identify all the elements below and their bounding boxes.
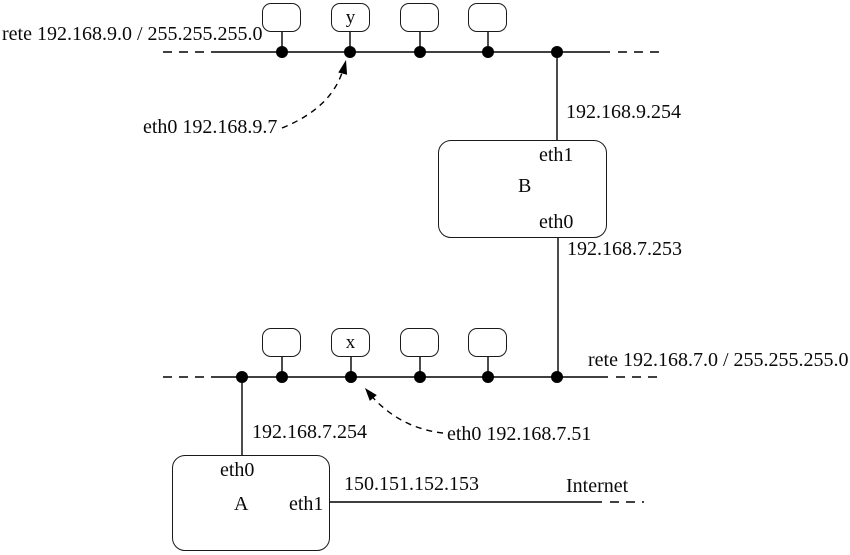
net9-host-box-y: y (331, 3, 370, 32)
net9-tap-dot-host-y (344, 46, 356, 58)
router-a-links (241, 377, 644, 503)
net7-tap-dot (276, 371, 288, 383)
net7-host-box-4 (468, 328, 507, 357)
annotation-arrows (281, 60, 444, 434)
net7-host-box-1 (262, 328, 301, 357)
router-b-eth0-label: eth0 (539, 211, 574, 233)
router-b-name: B (518, 175, 532, 197)
host-x-label: x (345, 331, 356, 353)
net7-tap-dot-host-x (345, 371, 357, 383)
net7-tap-dot (414, 371, 426, 383)
host-x-arrow-curve (367, 391, 444, 434)
net9-tap-dot (276, 46, 288, 58)
net9-host-box-1 (262, 3, 301, 32)
host-x-arrowhead (365, 388, 377, 401)
router-a-name: A (234, 493, 249, 515)
router-a-eth1-label: eth1 (289, 493, 324, 515)
net7-host-box-x: x (331, 328, 370, 357)
router-a-eth0-label: eth0 (220, 459, 255, 481)
net9-host-box-4 (468, 3, 507, 32)
net9-tap-dot (414, 46, 426, 58)
net7-label: rete 192.168.7.0 / 255.255.255.0 (588, 349, 849, 371)
router-a-box: eth0 A eth1 (172, 455, 330, 551)
net7-host-box-3 (400, 328, 439, 357)
host-y-annotation: eth0 192.168.9.7 (143, 116, 278, 138)
host-x-annotation: eth0 192.168.7.51 (447, 423, 592, 445)
host-y-arrow-curve (281, 65, 345, 129)
net9-label: rete 192.168.9.0 / 255.255.255.0 (2, 23, 263, 45)
net7-tap-dot (482, 371, 494, 383)
internet-label: Internet (566, 475, 629, 497)
host-y-arrowhead (338, 60, 348, 75)
router-b-eth1-label: eth1 (539, 144, 574, 166)
net7-tap-dot-router-b (551, 371, 563, 383)
router-a-eth0-ip: 192.168.7.254 (252, 421, 367, 443)
host-y-label: y (345, 6, 356, 28)
router-a-eth1-ip: 150.151.152.153 (344, 473, 479, 495)
net9-host-box-3 (400, 3, 439, 32)
router-b-links (556, 52, 559, 377)
router-b-box: eth1 B eth0 (438, 140, 607, 238)
net9-tap-dot (482, 46, 494, 58)
router-b-eth0-ip: 192.168.7.253 (567, 238, 682, 260)
router-b-eth1-ip: 192.168.9.254 (566, 101, 681, 123)
